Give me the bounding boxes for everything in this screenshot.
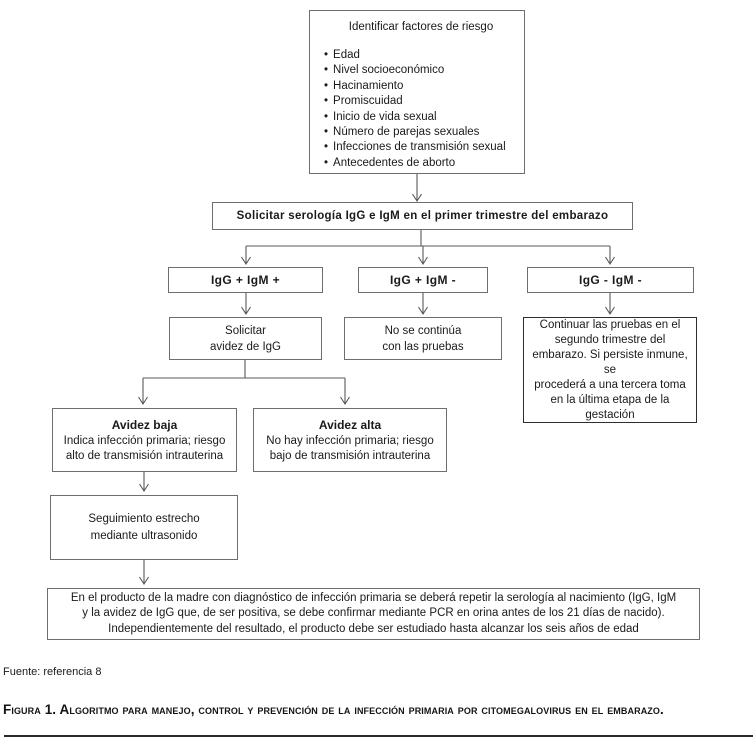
bullet-glyph: • [324, 79, 329, 92]
risk-item: • Nivel socioeconómico [324, 63, 518, 78]
avidity-request-box: Solicitar avidez de IgG [169, 317, 322, 360]
risk-item: • Antecedentes de aborto [324, 156, 518, 171]
arrow-risk-to-serology [412, 174, 422, 203]
risk-item-label: Promiscuidad [333, 95, 403, 108]
bullet-glyph: • [324, 156, 329, 169]
risk-item-label: Inicio de vida sexual [333, 110, 437, 123]
bullet-glyph: • [324, 110, 329, 123]
source-note: Fuente: referencia 8 [3, 666, 102, 678]
arrow-to-avidity [241, 293, 251, 316]
bullet-glyph: • [324, 126, 329, 139]
arrow-to-followup [139, 472, 149, 493]
branch-igg-pos-igm-neg: IgG + IgM - [358, 267, 488, 293]
risk-item-label: Edad [333, 49, 360, 61]
arrow-to-no-continue [418, 293, 428, 316]
arrow-to-branch-pos-neg [418, 246, 428, 266]
risk-factors-title: Identificar factores de riesgo [348, 21, 494, 33]
risk-factors-box: Identificar factores de riesgo • Edad • Ni… [309, 10, 525, 174]
low-avidity-title: Avidez baja [111, 417, 178, 432]
bottom-rule [4, 735, 753, 737]
arrow-to-second-trimester [605, 293, 615, 316]
bullet-glyph: • [324, 64, 329, 77]
arrow-to-high-avidity [340, 378, 350, 406]
branch-igg-neg-igm-neg: IgG - IgM - [527, 267, 694, 293]
risk-item: • Inicio de vida sexual [324, 110, 518, 125]
followup-box: Seguimiento estrecho mediante ultrasonid… [50, 495, 238, 560]
newborn-protocol-box: En el producto de la madre con diagnósti… [47, 588, 700, 640]
no-continue-box: No se continúa con las pruebas [344, 317, 502, 360]
high-avidity-title: Avidez alta [318, 417, 382, 432]
second-trimester-box: Continuar las pruebas en el segundo trim… [523, 317, 697, 423]
risk-item: • Edad [324, 48, 518, 63]
low-avidity-body: Indica infección primaria; riesgo alto d… [63, 434, 226, 462]
risk-item: • Promiscuidad [324, 94, 518, 109]
stem-avidity-split [143, 360, 345, 379]
low-avidity-box: Avidez baja Indica infección primaria; r… [52, 408, 237, 472]
risk-item-label: Antecedentes de aborto [333, 156, 456, 169]
branch-igg-pos-igm-pos: IgG + IgM + [168, 267, 323, 293]
high-avidity-box: Avidez alta No hay infección primaria; r… [253, 408, 447, 472]
stem-serology-split [246, 230, 610, 247]
risk-item: • Infecciones de transmisión sexual [324, 140, 518, 155]
arrow-to-branch-neg-neg [605, 246, 615, 266]
arrow-to-newborn [139, 560, 149, 586]
risk-factors-list: • Edad • Nivel socioeconómico • Hacinamient… [324, 48, 518, 171]
bullet-glyph: • [324, 141, 329, 154]
bullet-glyph: • [324, 49, 329, 61]
risk-item: • Número de parejas sexuales [324, 125, 518, 140]
high-avidity-body: No hay infección primaria; riesgo bajo d… [266, 434, 434, 462]
risk-item: • Hacinamiento [324, 79, 518, 94]
serology-request-box: Solicitar serología IgG e IgM en el prim… [212, 202, 633, 230]
arrow-to-branch-pos-pos [241, 246, 251, 266]
risk-item-label: Nivel socioeconómico [333, 64, 445, 77]
risk-item-label: Infecciones de transmisión sexual [333, 141, 506, 154]
risk-item-label: Número de parejas sexuales [333, 126, 480, 139]
arrow-to-low-avidity [138, 378, 148, 406]
figure-caption: Figura 1. Algoritmo para manejo, control… [3, 702, 664, 717]
bullet-glyph: • [324, 95, 329, 108]
risk-item-label: Hacinamiento [333, 79, 404, 92]
